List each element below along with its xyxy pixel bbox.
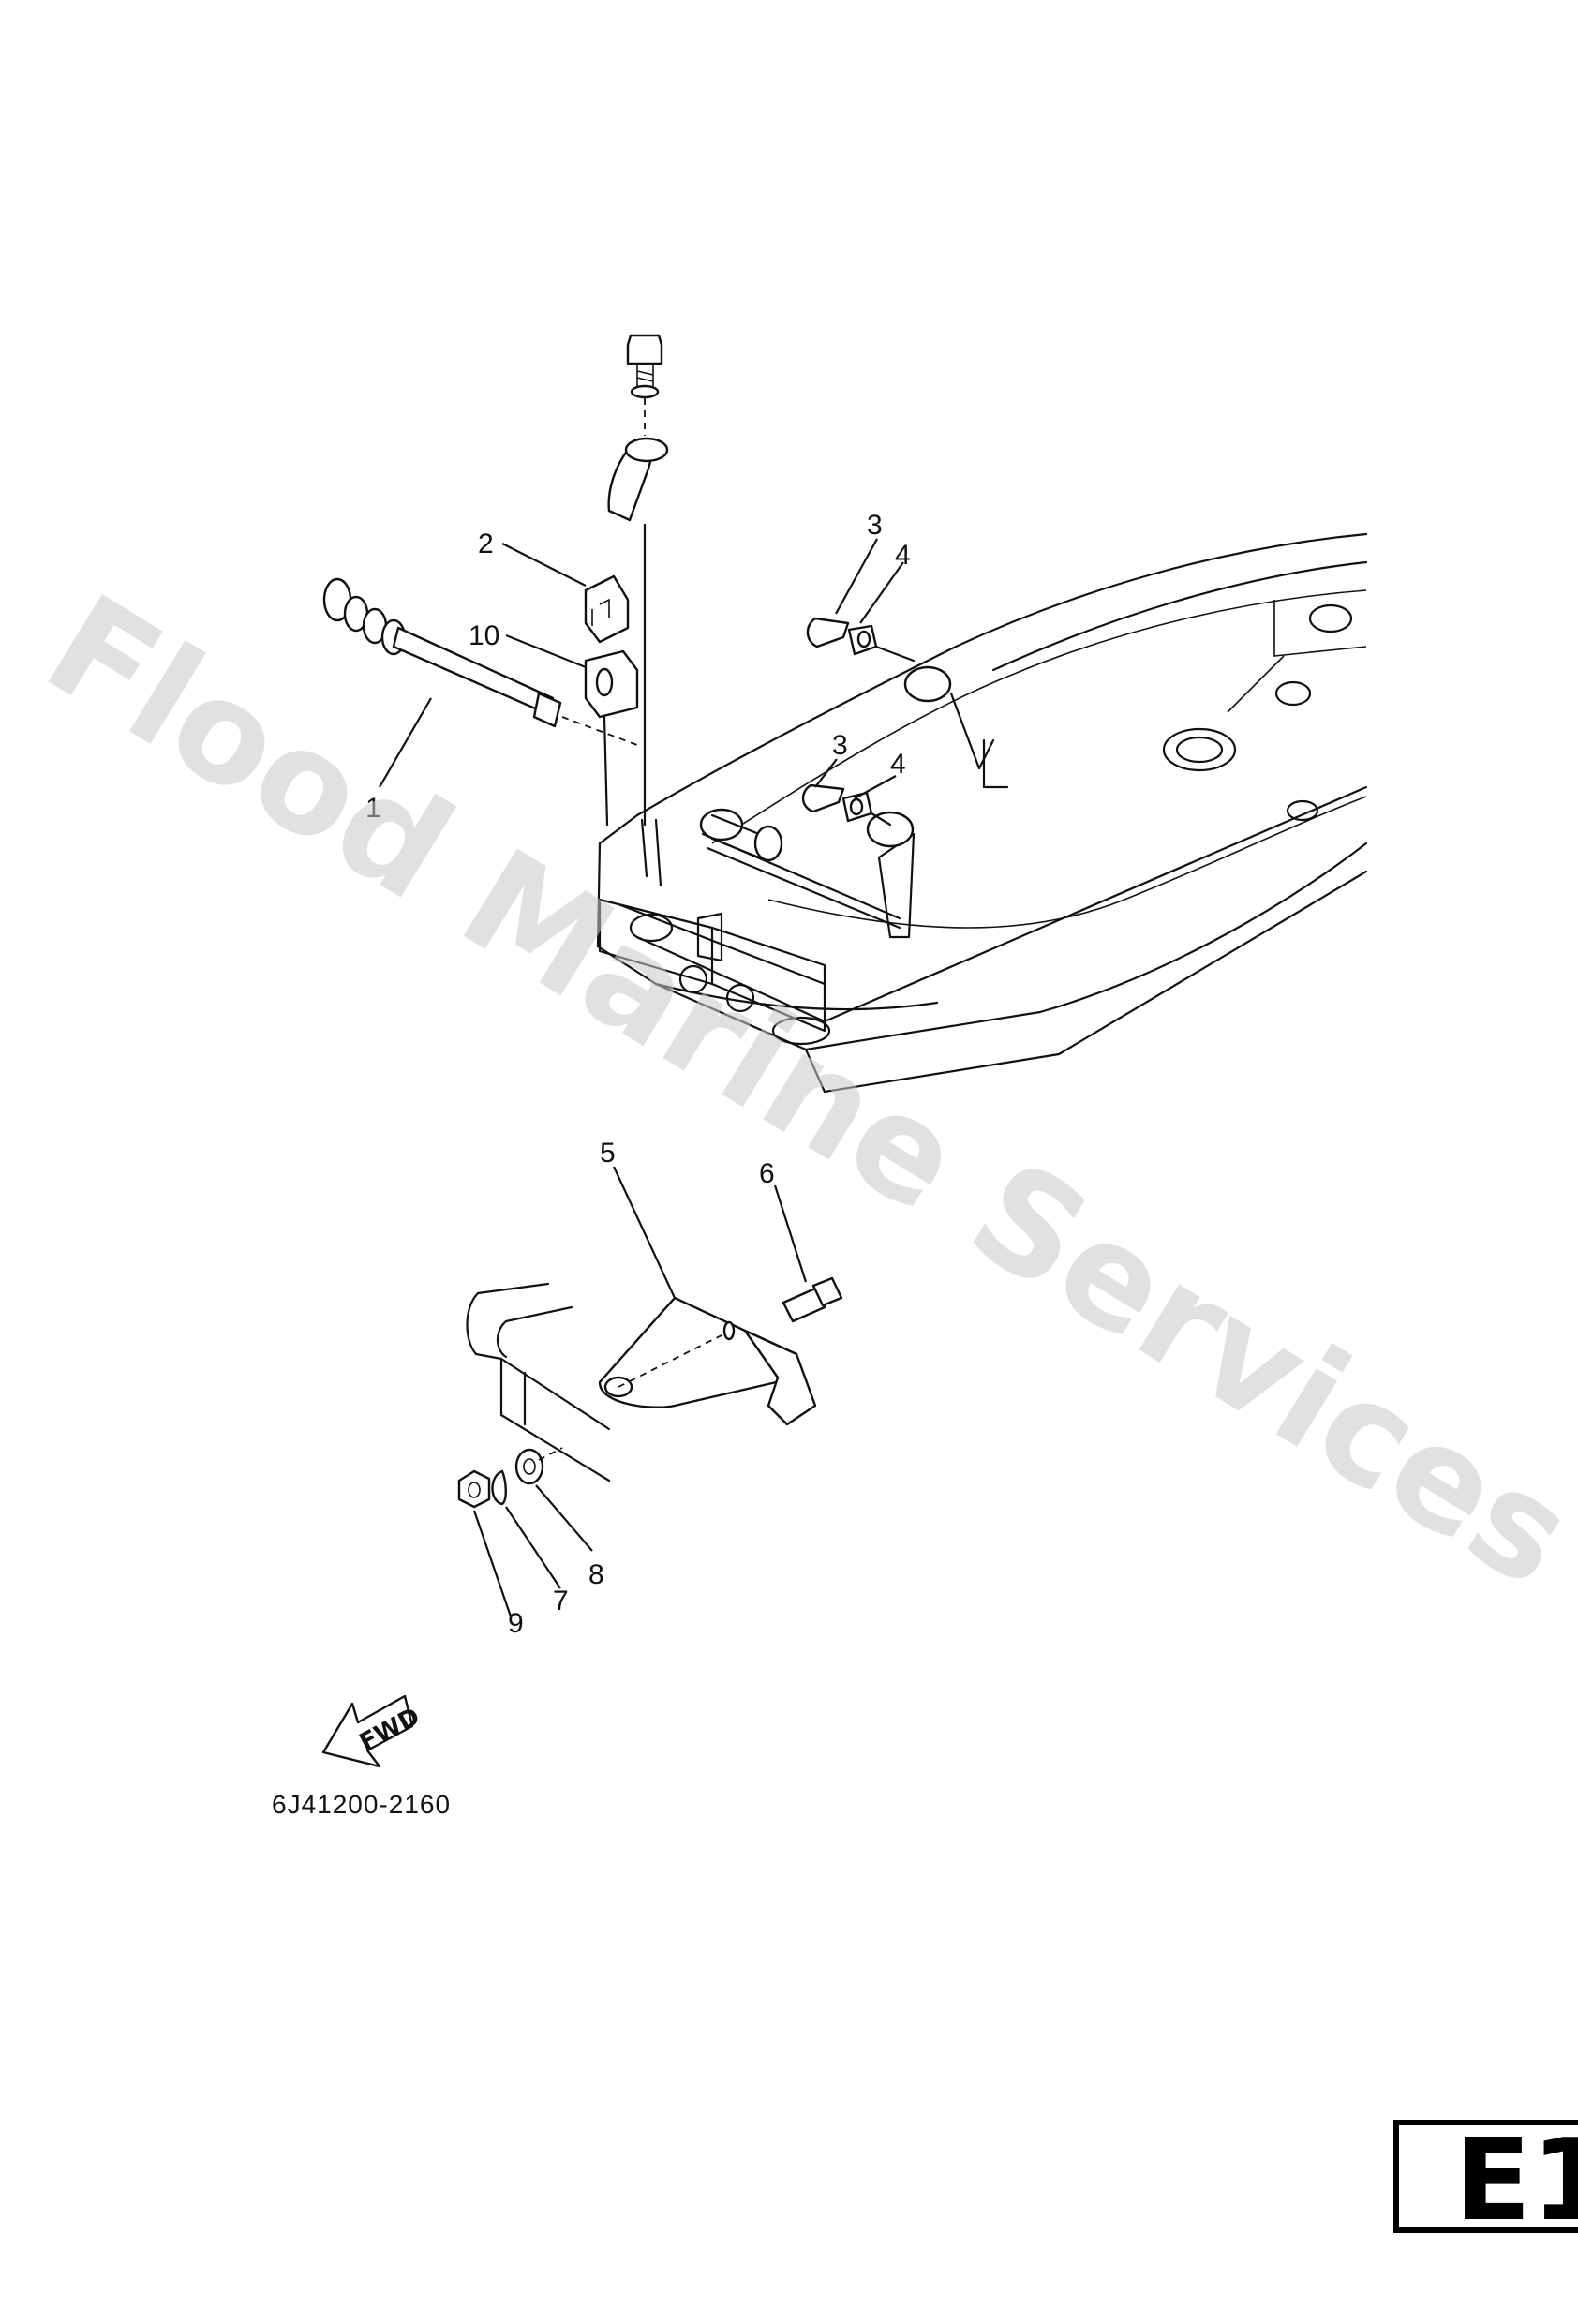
part-10-block (584, 649, 639, 827)
part-7-spring-washer (491, 1469, 507, 1506)
callout-3-upper: 3 (867, 510, 883, 541)
part-6-bolt (782, 1276, 843, 1323)
part-2-clamp (584, 574, 630, 644)
fwd-arrow-icon: FWD (321, 1694, 424, 1768)
callout-1: 1 (365, 793, 381, 824)
part-3-clip-lower (801, 783, 845, 813)
part-8-washer (514, 1447, 563, 1485)
callouts: 2 10 1 3 4 3 4 5 6 8 7 9 (365, 510, 911, 1639)
callout-10: 10 (469, 620, 499, 651)
part-1-rod (322, 577, 638, 746)
part-code: 6J41200-2160 (272, 1790, 451, 1819)
callout-7: 7 (553, 1586, 569, 1616)
callout-5: 5 (600, 1138, 616, 1169)
callout-9: 9 (508, 1608, 524, 1639)
bottom-cowling (596, 532, 1368, 1094)
part-4-clip-upper (847, 624, 916, 663)
callout-4-upper: 4 (895, 540, 911, 571)
page-id-box: E1 (1393, 2116, 1578, 2246)
lower-bracket-assembly (466, 1282, 817, 1482)
part-3-clip-upper (806, 617, 850, 648)
part-9-nut (457, 1469, 491, 1509)
callout-3-lower: 3 (832, 730, 848, 761)
leader-lines (379, 538, 904, 1617)
watermark: Flood Marine Services (20, 564, 1578, 1618)
callout-4-lower: 4 (890, 749, 906, 780)
upper-bolt-assembly (607, 334, 669, 827)
callout-6: 6 (759, 1158, 775, 1189)
callout-8: 8 (588, 1559, 604, 1590)
page-id: E1 (1454, 2116, 1578, 2246)
part-4-clip-lower (841, 791, 892, 827)
callout-2: 2 (478, 529, 494, 559)
